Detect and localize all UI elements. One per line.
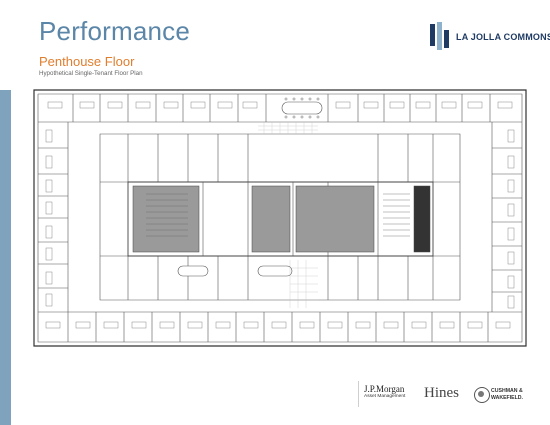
plan-outer-wall [33, 89, 527, 347]
cushman-wakefield-logo: CUSHMAN & WAKEFIELD. [474, 385, 534, 405]
left-office-walls [38, 147, 68, 289]
hines-logo: Hines [424, 385, 459, 401]
cushman-line2: WAKEFIELD. [491, 395, 523, 401]
side-accent-bar [0, 90, 11, 425]
chairs [284, 97, 320, 119]
plan-caption: Hypothetical Single-Tenant Floor Plan [39, 70, 143, 77]
office-desks [45, 101, 515, 329]
logo-bars-icon [430, 22, 452, 50]
cushman-line1: CUSHMAN & [491, 388, 523, 394]
jpmorgan-logo: J.P.Morgan Asset Management [364, 385, 414, 405]
top-office-walls [72, 94, 491, 122]
core-outline [127, 181, 434, 257]
conference-tables [177, 101, 323, 277]
stair-hatching [146, 193, 410, 237]
jpmorgan-name: J.P.Morgan [364, 384, 405, 394]
bottom-office-walls [67, 312, 489, 342]
right-office-walls [492, 147, 522, 293]
plan-inner-outline [37, 93, 523, 343]
footer-divider [358, 381, 359, 407]
page-title: Performance [39, 16, 191, 46]
inner-ring [99, 133, 461, 301]
core-shading [132, 185, 431, 253]
lobby-grid [258, 122, 318, 308]
cushman-seal-icon [474, 387, 490, 403]
jpmorgan-sub: Asset Management [364, 394, 406, 399]
page-subtitle: Penthouse Floor [39, 54, 135, 69]
floor-plan [33, 89, 527, 347]
logo-text: LA JOLLA COMMONS [456, 32, 550, 42]
